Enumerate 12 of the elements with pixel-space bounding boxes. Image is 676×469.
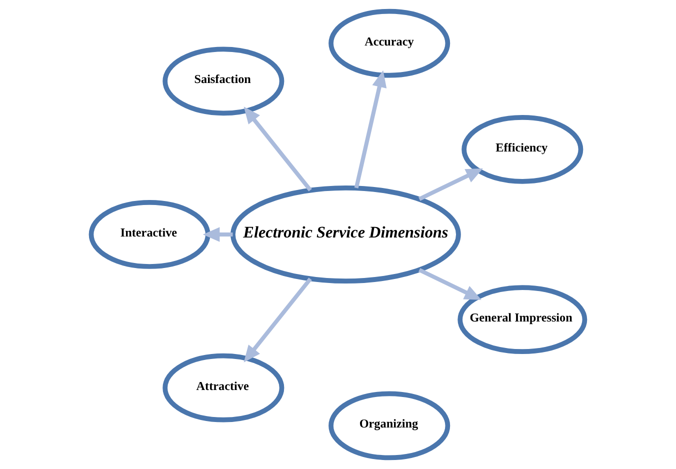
node-ellipse: Saisfaction: [162, 46, 284, 116]
arrow: [202, 227, 233, 242]
arrow: [418, 168, 483, 201]
arrow: [418, 268, 482, 300]
node-ellipse: Organizing: [328, 391, 450, 460]
arrow: [354, 70, 387, 188]
arrow: [244, 106, 312, 192]
node-ellipse: Electronic Service Dimensions: [230, 185, 461, 284]
node-ellipse: Interactive: [88, 200, 210, 269]
node-ellipse: Accuracy: [328, 8, 450, 78]
node-ellipse: Attractive: [162, 353, 284, 422]
arrow: [244, 278, 312, 362]
